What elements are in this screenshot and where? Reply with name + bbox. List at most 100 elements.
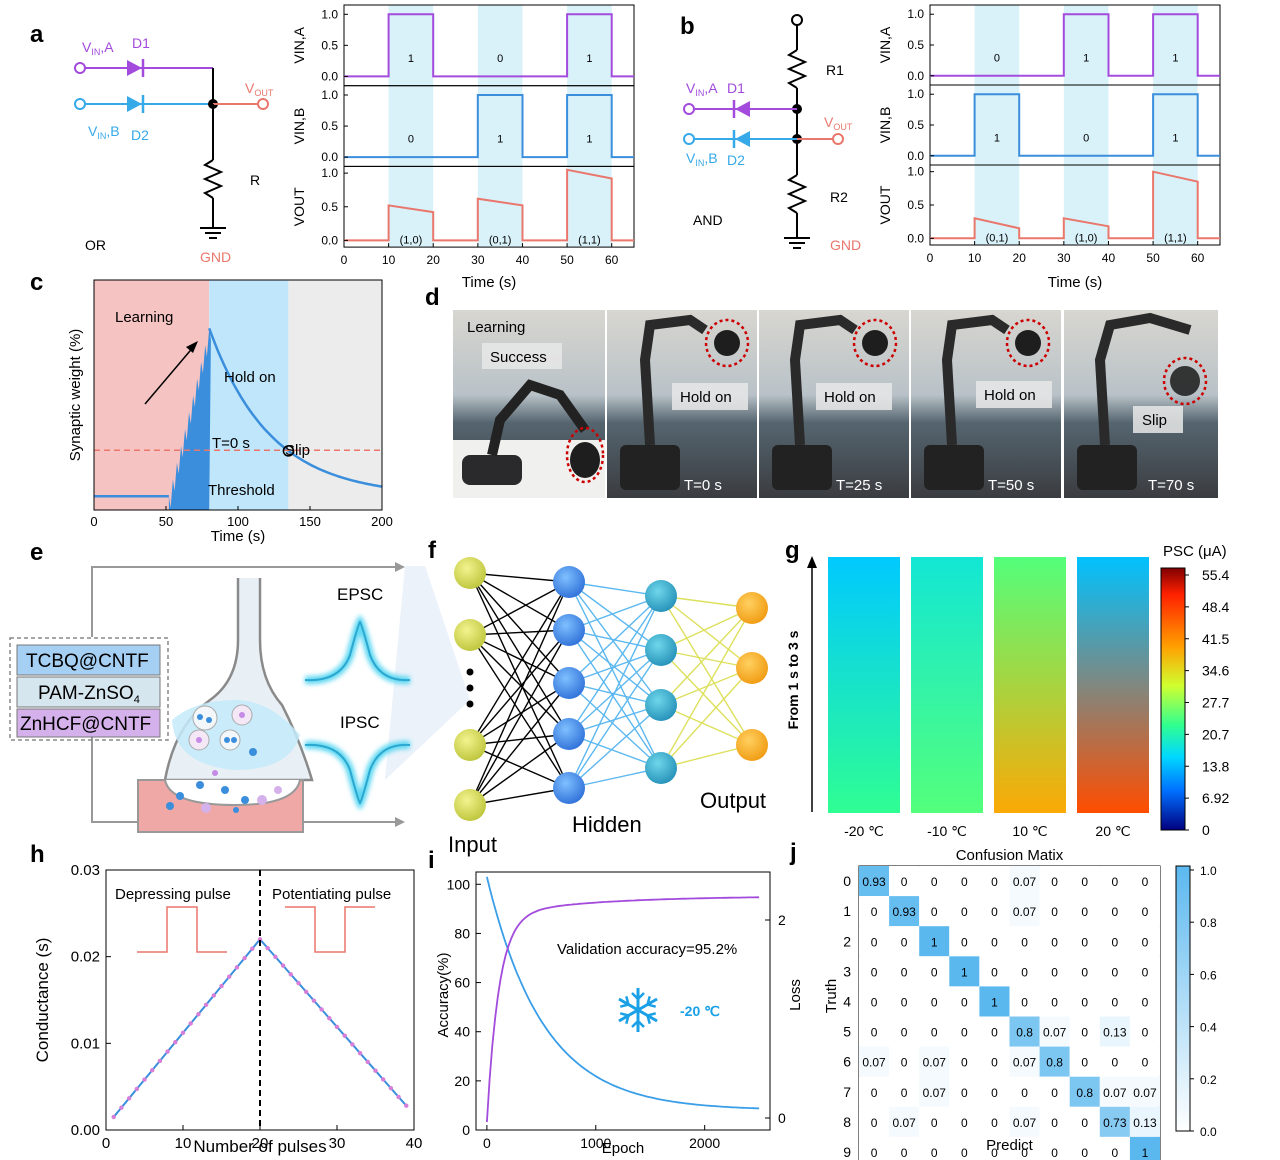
layer-tcbq: TCBQ@CNTF — [26, 651, 149, 672]
d1-label: D1 — [132, 35, 150, 51]
output-terminal — [257, 98, 269, 110]
y-axis-label: Synaptic weight (%) — [67, 329, 84, 462]
matrix-cell — [1039, 1076, 1070, 1107]
potentiating-pulse-icon — [285, 906, 375, 953]
x-tick-label: 50 — [1146, 251, 1160, 265]
cell-value: 0.13 — [1133, 1116, 1157, 1130]
cell-value: 0 — [931, 875, 938, 889]
cell-value: 0 — [1081, 995, 1088, 1009]
matrix-cell — [1099, 1016, 1130, 1047]
shaded-interval — [1153, 5, 1198, 245]
pulse-label: 1 — [408, 53, 414, 65]
x-tick-label: 20 — [427, 253, 441, 267]
arrow-head-icon — [186, 341, 198, 353]
connection — [469, 634, 570, 684]
cell-value: 0 — [1021, 965, 1028, 979]
connection — [469, 744, 570, 789]
connection — [568, 704, 662, 789]
matrix-cell — [949, 1136, 980, 1160]
cell-value: 0 — [1112, 995, 1119, 1009]
matrix-cell — [1009, 866, 1040, 897]
shaded-interval — [477, 5, 523, 248]
matrix-cell — [889, 956, 920, 987]
svg-text:VIN,B: VIN,B — [88, 123, 120, 141]
data-point — [357, 1050, 363, 1056]
d-hold2: Hold on — [824, 389, 876, 406]
matrix-cell — [949, 896, 980, 927]
matrix-cell — [1129, 1076, 1160, 1107]
circuit-a: VIN,A D1 VIN,B D2 VOUT R OR GND — [74, 35, 274, 265]
matrix-cell — [1039, 1046, 1070, 1077]
svg-text:VIN,A: VIN,A — [686, 80, 718, 98]
colorbar — [1175, 865, 1191, 1132]
cell-value: 0 — [1081, 1146, 1088, 1160]
cell-value: 0.93 — [862, 875, 886, 889]
epsc-curve — [304, 620, 411, 682]
cell-value: 0 — [991, 1026, 998, 1040]
matrix-cell — [1069, 956, 1100, 987]
cell-value: 0 — [1021, 995, 1028, 1009]
matrix-cell — [1129, 1136, 1160, 1160]
connection — [469, 629, 570, 636]
matrix-cell — [1039, 926, 1070, 957]
cell-value: 0 — [1112, 875, 1119, 889]
x-tick-label: 50 — [159, 514, 173, 529]
epsc-label: EPSC — [337, 585, 383, 604]
cell-value: 0 — [961, 875, 968, 889]
matrix-cell — [1009, 956, 1040, 987]
arm-tip — [631, 992, 645, 1001]
diode-d2-icon — [127, 96, 142, 112]
y-tick-label: 0.03 — [71, 862, 100, 879]
matrix-cell — [949, 1076, 980, 1107]
data-point — [257, 937, 263, 942]
learning-arrow — [144, 344, 196, 405]
gnd-label: GND — [200, 249, 231, 265]
matrix-cell — [859, 986, 890, 1017]
cell-value: 0 — [901, 995, 908, 1009]
y-axis-label: Accuracy(%) — [435, 952, 452, 1037]
matrix-title: Confusion Matix — [956, 847, 1064, 864]
colorbar — [1160, 567, 1186, 831]
node-layer-0 — [454, 789, 486, 821]
connection — [660, 607, 753, 769]
cell-value: 0 — [1142, 995, 1149, 1009]
cell-value: 0 — [1112, 935, 1119, 949]
cell-value: 0 — [1051, 1146, 1058, 1160]
y-class-label: 1 — [843, 903, 851, 919]
panel-e-schematic: TCBQ@CNTF PAM-ZnSO4 ZnHCF@CNTF EPSC IPSC — [9, 562, 470, 833]
connection — [469, 682, 570, 806]
x-tick-label: 0 — [90, 514, 97, 529]
series-line — [344, 168, 634, 242]
connection — [568, 595, 662, 735]
data-point — [150, 1068, 155, 1073]
data-point — [188, 1021, 193, 1026]
y-class-label: 3 — [843, 963, 851, 979]
matrix-cell — [889, 1046, 920, 1077]
d-learning: Learning — [467, 319, 525, 336]
connection — [469, 572, 570, 789]
matrix-cell — [1129, 926, 1160, 957]
data-point — [319, 1007, 324, 1012]
pulse-label: 1 — [497, 133, 503, 145]
colorbar-tick-label: 0.4 — [1200, 1021, 1217, 1035]
cell-value: 0.07 — [1133, 1086, 1157, 1100]
x-axis-label: Time (s) — [462, 274, 516, 291]
matrix-cell — [859, 1136, 890, 1160]
y-axis-label: VIN,A — [291, 26, 307, 63]
snowflake-arm — [631, 1010, 645, 1032]
connection — [469, 572, 570, 735]
cell-value: 0 — [1112, 905, 1119, 919]
cell-value: 0 — [1112, 1146, 1119, 1160]
y-tick-label: 1.0 — [321, 166, 338, 180]
cell-value: 0.07 — [1043, 1026, 1067, 1040]
connection — [568, 629, 662, 706]
net-output-label: Output — [700, 788, 766, 813]
matrix-cell — [1099, 866, 1130, 897]
cell-value: 0 — [871, 1146, 878, 1160]
cell-value: 0 — [1112, 965, 1119, 979]
colorbar-tick-label: 13.8 — [1202, 758, 1229, 774]
matrix-cell — [1069, 866, 1100, 897]
colorbar-tick-label: 20.7 — [1202, 726, 1229, 742]
